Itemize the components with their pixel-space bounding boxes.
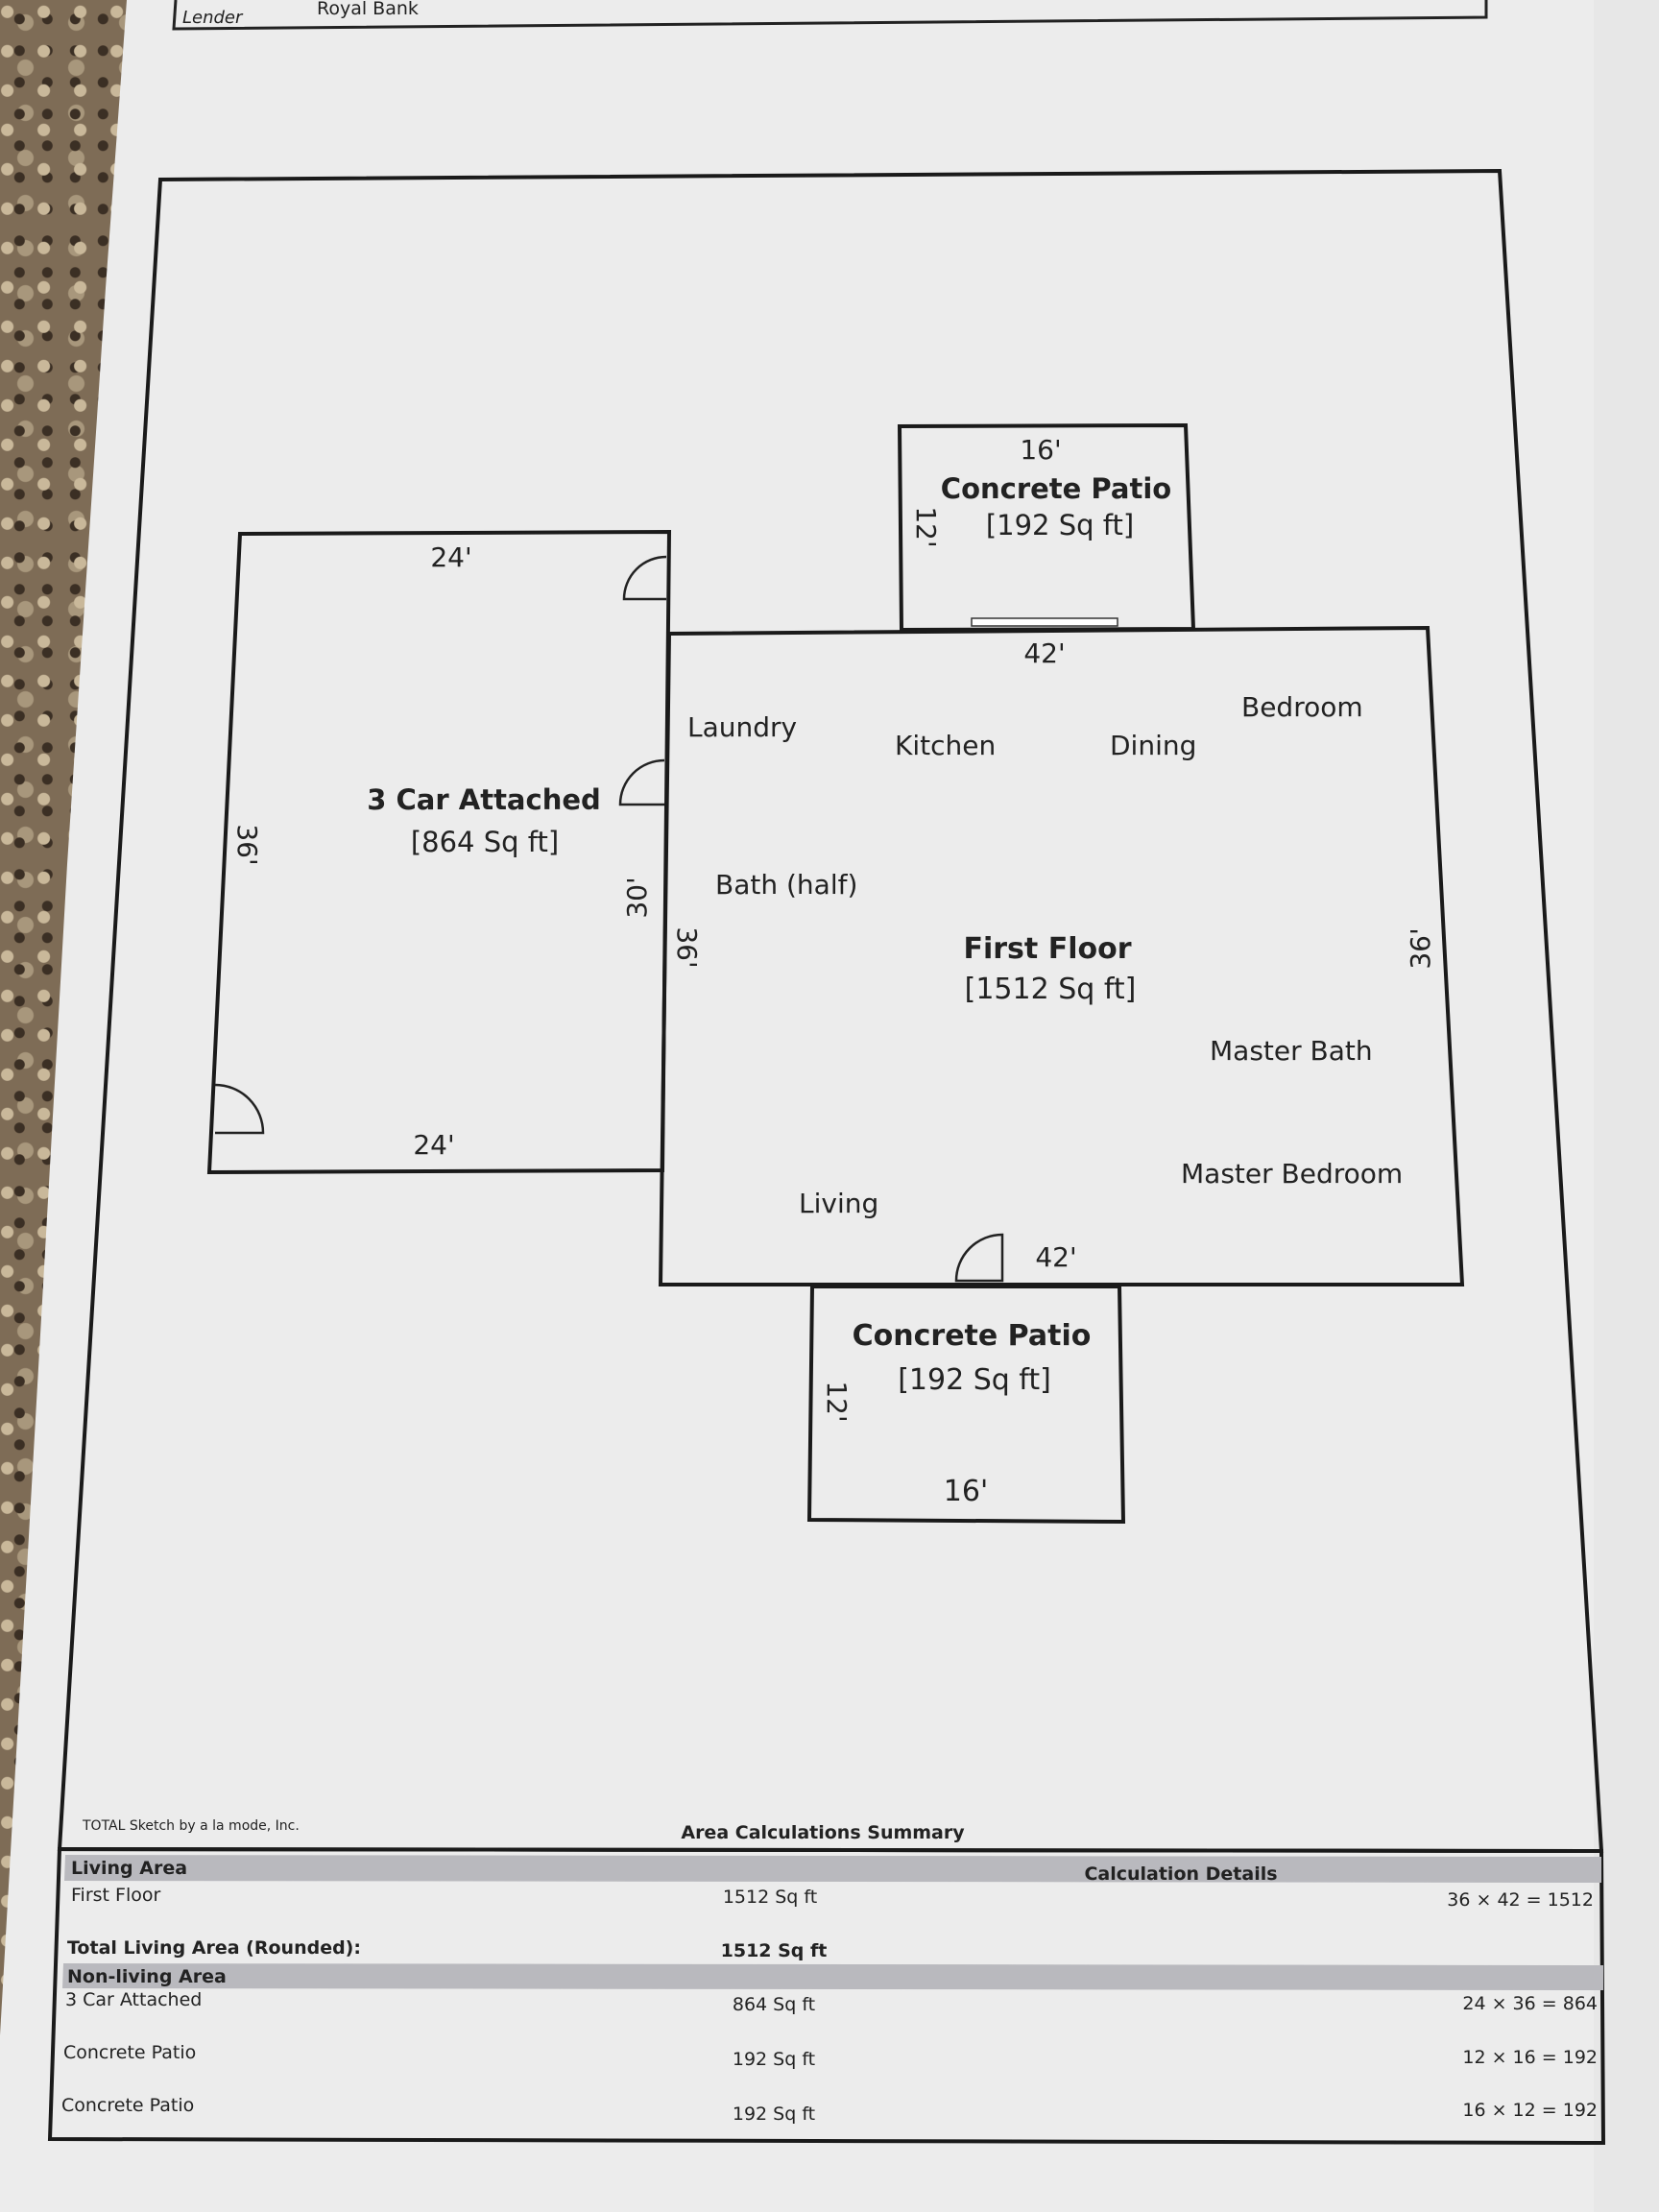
room-master-bedroom: Master Bedroom — [1181, 1158, 1403, 1190]
nonliving-row-label: Concrete Patio — [63, 2042, 196, 2063]
summary-border — [47, 1846, 1606, 2146]
patio-top-name: Concrete Patio — [941, 472, 1171, 505]
summary-title: Area Calculations Summary — [681, 1822, 965, 1843]
calculation-details-title: Calculation Details — [1084, 1863, 1277, 1885]
garage-dim-right: 30' — [621, 877, 653, 918]
room-laundry: Laundry — [687, 711, 797, 743]
nonliving-row-calc: 24 × 36 = 864 — [1462, 1993, 1598, 2014]
patio-bottom-name: Concrete Patio — [853, 1319, 1092, 1353]
living-row-label: First Floor — [71, 1885, 160, 1906]
first-floor-area: [1512 Sq ft] — [965, 973, 1137, 1006]
nonliving-row-label: Concrete Patio — [61, 2095, 194, 2116]
garage: 24' 3 Car Attached [864 Sq ft] 36' 30' 2… — [206, 529, 672, 1175]
living-area-header: Living Area — [71, 1858, 187, 1879]
total-living-value: 1512 Sq ft — [721, 1940, 828, 1961]
patio-top-dim-top: 16' — [1020, 434, 1061, 466]
nonliving-row-area: 192 Sq ft — [733, 2104, 815, 2125]
first-floor-name: First Floor — [963, 932, 1131, 966]
first-floor-dim-right: 36' — [1405, 927, 1436, 969]
lender-label: Lender — [182, 8, 244, 28]
first-floor-dim-bottom: 42' — [1035, 1241, 1076, 1273]
first-floor-dim-left: 36' — [671, 926, 703, 968]
area-calculations-summary: TOTAL Sketch by a la mode, Inc. Area Cal… — [61, 1818, 1603, 2125]
room-living: Living — [799, 1188, 878, 1219]
room-kitchen: Kitchen — [895, 730, 996, 761]
nonliving-area-header: Non-living Area — [67, 1966, 227, 1987]
garage-door-swing-1 — [622, 555, 667, 601]
living-area-band — [64, 1855, 1601, 1883]
living-row-calc: 36 × 42 = 1512 — [1447, 1889, 1594, 1911]
first-floor: 42' First Floor [1512 Sq ft] 36' 36' 42'… — [658, 625, 1465, 1286]
garage-dim-bottom: 24' — [413, 1129, 454, 1161]
garage-door-swing-2 — [618, 758, 665, 806]
patio-top-dim-left: 12' — [910, 506, 942, 547]
garage-dim-left: 36' — [231, 824, 263, 865]
patio-bottom-area: [192 Sq ft] — [898, 1363, 1051, 1397]
software-credit: TOTAL Sketch by a la mode, Inc. — [82, 1818, 300, 1834]
patio-top-area: [192 Sq ft] — [986, 509, 1134, 541]
garage-area: [864 Sq ft] — [411, 826, 559, 858]
nonliving-row-area: 192 Sq ft — [733, 2049, 815, 2070]
total-living-label: Total Living Area (Rounded): — [67, 1937, 361, 1959]
first-floor-dim-top: 42' — [1023, 637, 1065, 669]
lender-value: Royal Bank — [317, 0, 419, 19]
patio-top: 16' Concrete Patio [192 Sq ft] 12' — [897, 422, 1196, 633]
garage-name: 3 Car Attached — [367, 783, 601, 816]
header-box: Lender Royal Bank — [172, 0, 1488, 31]
room-dining: Dining — [1110, 730, 1196, 761]
nonliving-row-calc: 12 × 16 = 192 — [1462, 2047, 1598, 2068]
garage-dim-top: 24' — [430, 541, 471, 573]
nonliving-row-calc: 16 × 12 = 192 — [1462, 2100, 1598, 2121]
living-row-area: 1512 Sq ft — [723, 1887, 817, 1908]
nonliving-row-area: 864 Sq ft — [733, 1994, 815, 2015]
patio-bottom: Concrete Patio [192 Sq ft] 12' 16' — [806, 1285, 1126, 1525]
patio-bottom-dim-left: 12' — [821, 1381, 853, 1422]
room-master-bath: Master Bath — [1210, 1035, 1373, 1067]
front-door-swing — [954, 1233, 1004, 1283]
paper-shadow — [1594, 0, 1659, 2212]
patio-door — [971, 617, 1118, 627]
room-bedroom: Bedroom — [1241, 691, 1363, 723]
nonliving-row-label: 3 Car Attached — [65, 1989, 202, 2010]
garage-door-swing-3 — [214, 1083, 265, 1135]
patio-bottom-dim-bottom: 16' — [944, 1475, 988, 1508]
room-bath-half: Bath (half) — [715, 869, 857, 901]
nonliving-area-band — [62, 1963, 1603, 1990]
